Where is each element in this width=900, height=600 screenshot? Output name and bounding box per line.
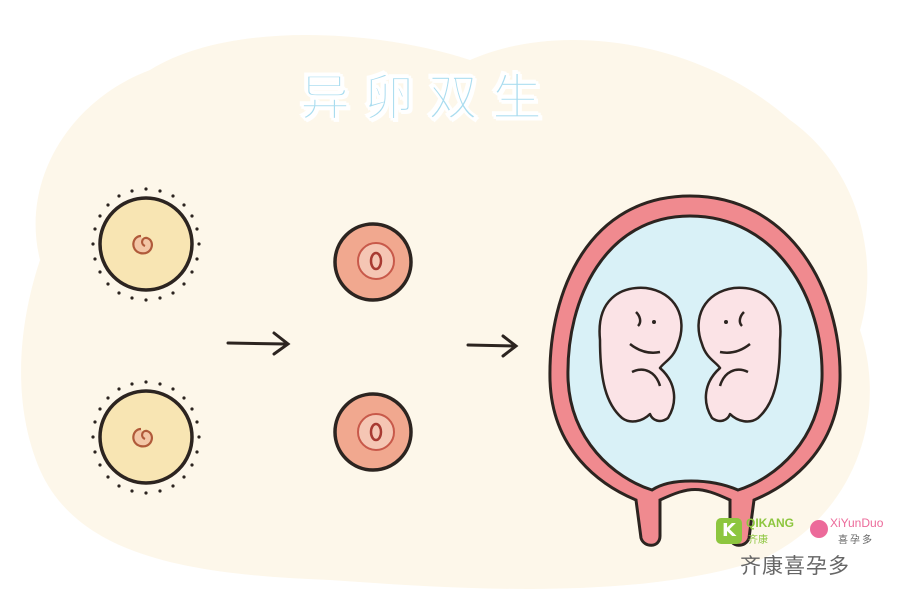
- xiyunduo-en-label: XiYunDuo: [830, 516, 884, 530]
- qikang-logo-icon: K: [716, 518, 742, 544]
- arrow-right-icon: [466, 334, 519, 358]
- arrow-right-icon: [226, 331, 291, 356]
- zygote-top: [333, 222, 413, 302]
- egg-bottom: [91, 380, 201, 495]
- qikang-en-label: QIKANG: [746, 516, 794, 530]
- fetus-right: [697, 286, 782, 423]
- qikang-cn-label: 齐康: [748, 535, 768, 546]
- uterus: [548, 194, 842, 547]
- egg-top-nucleus: [132, 234, 153, 255]
- zygote-bottom: [333, 392, 413, 472]
- egg-bottom-dots: [91, 380, 201, 495]
- egg-top-dots: [91, 187, 201, 302]
- xiyunduo-cn-label: 喜孕多: [838, 535, 874, 546]
- brand-footer-text: 齐康喜孕多: [740, 554, 850, 578]
- diagram-title: 异卵双生: [300, 69, 556, 128]
- xiyunduo-logo-icon: [810, 520, 828, 538]
- brand-logos: K QIKANG 齐康 XiYunDuo 喜孕多 齐康喜孕多: [716, 516, 896, 586]
- egg-bottom-nucleus: [132, 427, 153, 448]
- fetus-left: [598, 286, 683, 423]
- egg-top: [91, 187, 201, 302]
